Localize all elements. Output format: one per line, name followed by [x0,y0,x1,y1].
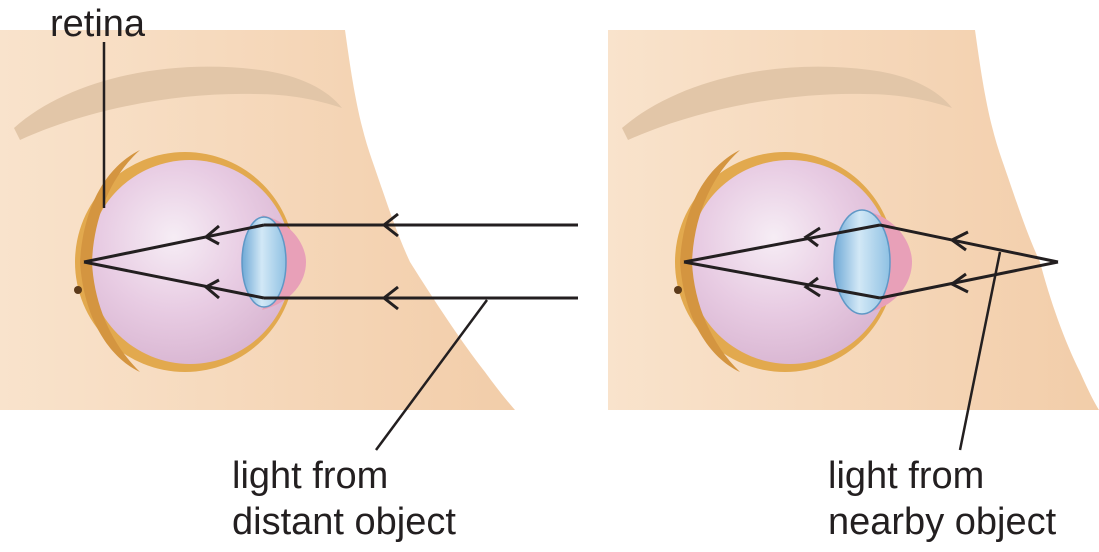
nearby-caption-line2: nearby object [828,500,1056,544]
nearby-caption-line1: light from [828,454,984,498]
panel-nearby [608,30,1099,450]
distant-caption-line2: distant object [232,500,456,544]
panel-distant [0,30,578,450]
retina-label: retina [50,2,145,46]
distant-caption-line1: light from [232,454,388,498]
